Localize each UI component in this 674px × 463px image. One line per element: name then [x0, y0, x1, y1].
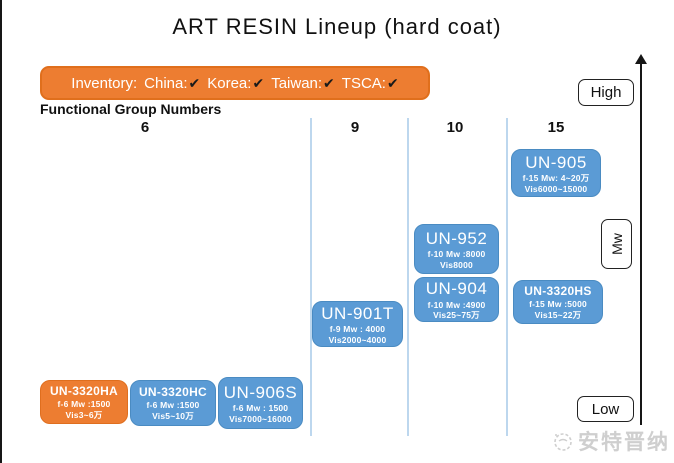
checkmark-icon: ✔: [252, 74, 265, 91]
x-axis-label: Functional Group Numbers: [40, 101, 222, 117]
x-tick-9: 9: [350, 119, 360, 136]
inventory-item-tsca-label: TSCA:: [341, 74, 386, 92]
y-axis-title-box: Mw: [601, 219, 632, 269]
product-name: UN-904: [425, 279, 488, 299]
left-border-line: [0, 0, 2, 463]
column-divider-line: [506, 118, 508, 436]
product-specs: f-6 Mw :1500: [57, 398, 111, 409]
product-viscosity: Vis25~75万: [433, 310, 480, 321]
inventory-banner: Inventory: China: ✔ Korea: ✔ Taiwan: ✔ T…: [40, 66, 430, 100]
inventory-label: Inventory:: [71, 74, 138, 92]
product-viscosity: Vis5~10万: [152, 410, 194, 421]
arrow-up-icon: [635, 54, 647, 64]
product-box-un-905: UN-905 f-15 Mw: 4~20万 Vis6000~15000: [511, 149, 601, 197]
product-name: UN-3320HC: [138, 384, 208, 399]
inventory-item-tsca: TSCA: ✔: [342, 75, 399, 92]
product-name: UN-906S: [223, 382, 298, 402]
product-viscosity: Vis8000: [440, 259, 473, 270]
watermark-logo-icon: [554, 433, 572, 451]
checkmark-icon: ✔: [323, 74, 335, 91]
inventory-item-taiwan-label: Taiwan:: [271, 74, 323, 92]
column-divider-line: [407, 118, 409, 436]
product-specs: f-6 Mw : 1500: [232, 403, 289, 413]
product-specs: f-15 Mw :5000: [529, 298, 587, 309]
inventory-item-china: China: ✔: [144, 75, 200, 92]
inventory-item-china-label: China:: [144, 74, 188, 92]
product-box-un-3320ha: UN-3320HA f-6 Mw :1500 Vis3~6万: [40, 380, 128, 424]
product-box-un-901t: UN-901T f-9 Mw : 4000 Vis2000~4000: [312, 301, 403, 347]
product-specs: f-15 Mw: 4~20万: [522, 173, 590, 183]
inventory-item-taiwan: Taiwan: ✔: [271, 75, 335, 92]
checkmark-icon: ✔: [188, 74, 201, 91]
product-specs: f-6 Mw :1500: [146, 399, 200, 410]
product-name: UN-3320HA: [49, 383, 119, 398]
product-viscosity: Vis6000~15000: [524, 183, 588, 194]
product-viscosity: Vis3~6万: [65, 409, 103, 420]
watermark-text: 安特晋纳: [578, 431, 670, 454]
product-specs: f-9 Mw : 4000: [329, 324, 386, 334]
product-box-un-904: UN-904 f-10 Mw :4900 Vis25~75万: [414, 277, 499, 322]
page-title: ART RESIN Lineup (hard coat): [172, 14, 502, 39]
inventory-item-korea-label: Korea:: [207, 74, 252, 92]
product-viscosity: Vis2000~4000: [328, 334, 387, 345]
checkmark-icon: ✔: [386, 74, 399, 91]
product-name: UN-905: [525, 152, 587, 172]
product-box-un-3320hs: UN-3320HS f-15 Mw :5000 Vis15~22万: [513, 280, 603, 324]
inventory-item-korea: Korea: ✔: [207, 75, 264, 92]
y-axis-low-label: Low: [577, 396, 634, 422]
product-viscosity: Vis15~22万: [534, 309, 582, 320]
column-divider-line: [310, 118, 312, 436]
product-box-un-3320hc: UN-3320HC f-6 Mw :1500 Vis5~10万: [130, 380, 216, 426]
x-tick-10: 10: [446, 119, 464, 136]
product-name: UN-3320HS: [524, 283, 592, 298]
x-tick-6: 6: [140, 119, 150, 136]
y-axis-high-label: High: [578, 79, 634, 106]
y-axis-title: Mw: [608, 233, 625, 255]
product-name: UN-952: [425, 228, 488, 248]
product-name: UN-901T: [321, 303, 394, 323]
product-viscosity: Vis7000~16000: [229, 413, 292, 424]
product-specs: f-10 Mw :4900: [427, 299, 486, 310]
watermark: 安特晋纳: [552, 426, 670, 456]
x-tick-15: 15: [547, 119, 565, 136]
product-specs: f-10 Mw :8000: [427, 249, 486, 259]
mw-axis-line: [640, 62, 642, 425]
product-box-un-906s: UN-906S f-6 Mw : 1500 Vis7000~16000: [218, 377, 303, 429]
product-box-un-952: UN-952 f-10 Mw :8000 Vis8000: [414, 224, 499, 274]
